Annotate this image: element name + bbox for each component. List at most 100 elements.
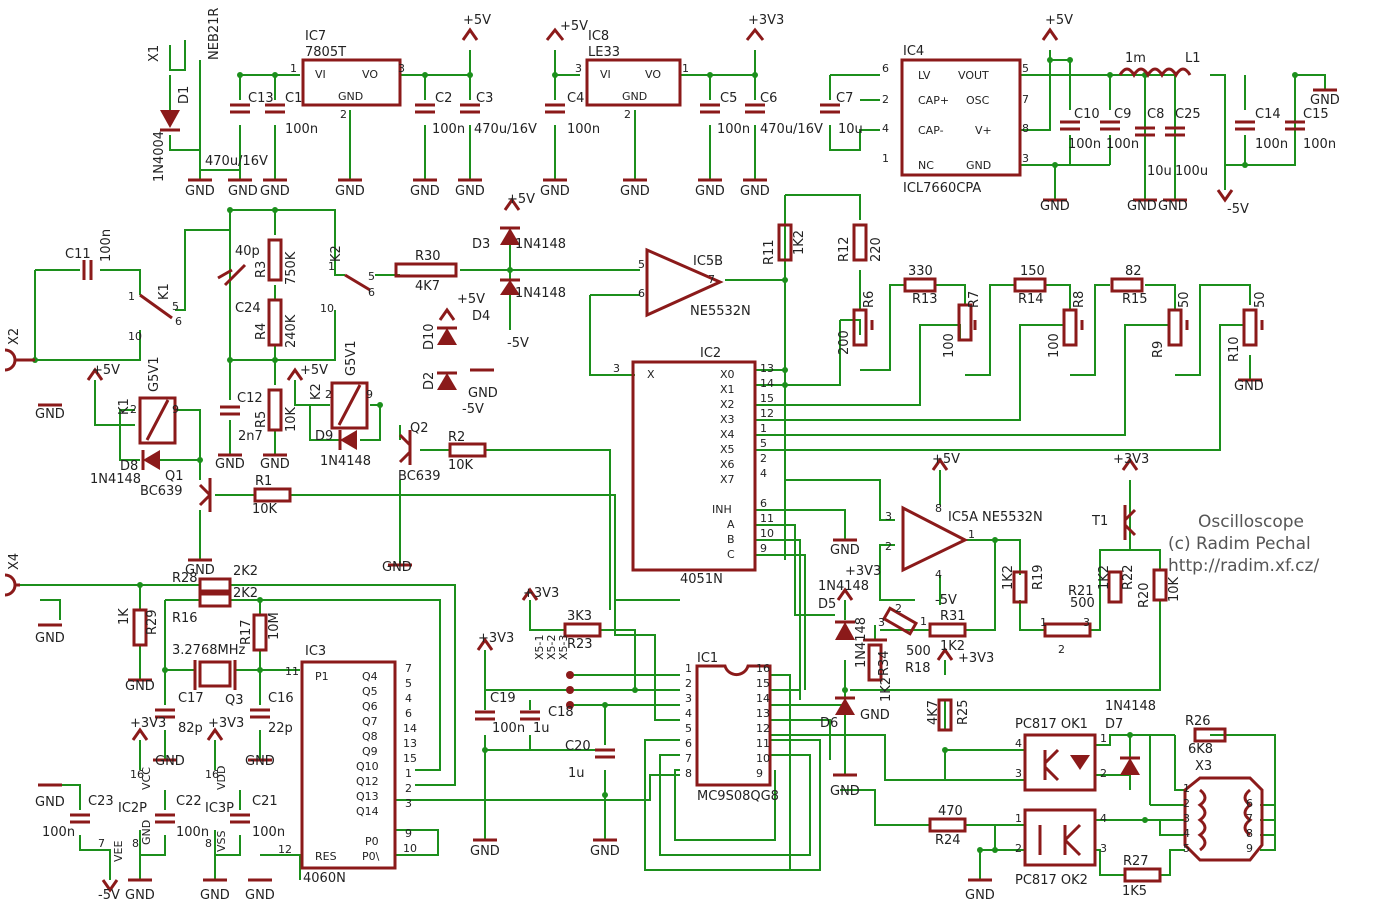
svg-text:L1: L1 xyxy=(1185,51,1201,66)
svg-text:C23: C23 xyxy=(88,794,114,809)
ic3p-label: IC3P xyxy=(205,801,234,816)
svg-text:1N4148: 1N4148 xyxy=(818,579,869,594)
svg-text:+3V3: +3V3 xyxy=(208,716,244,731)
svg-text:1: 1 xyxy=(882,152,889,165)
svg-text:14: 14 xyxy=(760,377,774,390)
ic1-box xyxy=(695,664,772,787)
svg-text:GND: GND xyxy=(228,184,258,199)
svg-text:10u: 10u xyxy=(838,122,863,137)
svg-text:13: 13 xyxy=(756,707,770,720)
svg-text:1N4148: 1N4148 xyxy=(320,454,371,469)
svg-text:D10: D10 xyxy=(422,323,437,350)
svg-text:6: 6 xyxy=(1246,797,1253,810)
svg-text:R23: R23 xyxy=(567,637,593,652)
svg-text:14: 14 xyxy=(403,722,417,735)
svg-text:BC639: BC639 xyxy=(140,484,183,499)
r11-body xyxy=(777,223,793,262)
ic5b-triangle xyxy=(645,247,724,318)
svg-text:7: 7 xyxy=(685,752,692,765)
svg-text:OSC: OSC xyxy=(966,94,990,107)
svg-text:VOUT: VOUT xyxy=(958,69,989,82)
x2-bnc xyxy=(4,348,35,372)
svg-text:R2: R2 xyxy=(448,430,465,445)
svg-text:4: 4 xyxy=(935,568,942,581)
svg-text:D1: D1 xyxy=(177,86,192,104)
svg-text:6: 6 xyxy=(685,737,692,750)
svg-text:+5V: +5V xyxy=(507,192,535,207)
r13-body xyxy=(903,277,937,293)
svg-text:7: 7 xyxy=(405,662,412,675)
r23-body xyxy=(563,622,602,638)
svg-text:+5V: +5V xyxy=(463,13,491,28)
svg-text:6: 6 xyxy=(760,497,767,510)
svg-text:X1: X1 xyxy=(720,383,735,396)
svg-text:-5V: -5V xyxy=(507,336,529,351)
ic5b-name: IC5B xyxy=(693,254,723,269)
svg-text:+5V: +5V xyxy=(932,452,960,467)
svg-text:4: 4 xyxy=(882,122,889,135)
svg-text:11: 11 xyxy=(756,737,770,750)
svg-text:3: 3 xyxy=(1100,842,1107,855)
svg-text:+3V3: +3V3 xyxy=(958,651,994,666)
svg-text:2K2: 2K2 xyxy=(233,564,258,579)
svg-text:470u/16V: 470u/16V xyxy=(760,122,823,137)
r18-body xyxy=(881,606,919,636)
svg-text:11: 11 xyxy=(760,512,774,525)
svg-text:1: 1 xyxy=(682,62,689,75)
svg-text:4: 4 xyxy=(1183,827,1190,840)
svg-text:GND: GND xyxy=(620,184,650,199)
svg-text:X4: X4 xyxy=(7,553,22,570)
svg-text:GND: GND xyxy=(338,90,363,103)
svg-text:X2: X2 xyxy=(720,398,735,411)
svg-text:2: 2 xyxy=(1058,643,1065,656)
svg-text:1K2: 1K2 xyxy=(1001,565,1016,590)
ic5a-name: IC5A xyxy=(948,510,978,525)
svg-text:Q13: Q13 xyxy=(356,790,379,803)
svg-text:5: 5 xyxy=(405,677,412,690)
svg-text:10: 10 xyxy=(756,752,770,765)
svg-text:100: 100 xyxy=(942,333,957,358)
svg-text:+3V3: +3V3 xyxy=(748,13,784,28)
svg-text:VDD: VDD xyxy=(215,766,228,790)
svg-text:100n: 100n xyxy=(432,122,465,137)
svg-text:750K: 750K xyxy=(284,251,299,285)
svg-text:D3: D3 xyxy=(472,237,490,252)
svg-text:1K2: 1K2 xyxy=(879,677,894,702)
svg-text:4: 4 xyxy=(1015,737,1022,750)
credit-block: Oscilloscope (c) Radim Pechal http://rad… xyxy=(1168,512,1319,576)
ic3-name: IC3 xyxy=(305,644,326,659)
svg-text:D6: D6 xyxy=(820,716,838,731)
svg-text:C6: C6 xyxy=(760,91,777,106)
svg-text:6: 6 xyxy=(638,287,645,300)
r25-body xyxy=(937,698,953,732)
svg-text:13: 13 xyxy=(760,362,774,375)
svg-text:2: 2 xyxy=(882,93,889,106)
svg-text:Q7: Q7 xyxy=(362,715,378,728)
svg-text:3.2768MHz: 3.2768MHz xyxy=(172,643,245,658)
svg-text:4K7: 4K7 xyxy=(415,279,440,294)
svg-text:100u: 100u xyxy=(1175,164,1208,179)
svg-text:GND: GND xyxy=(740,184,770,199)
svg-text:1: 1 xyxy=(1100,732,1107,745)
svg-text:GND: GND xyxy=(1310,93,1340,108)
svg-text:P0: P0 xyxy=(365,835,379,848)
svg-text:VO: VO xyxy=(362,68,378,81)
ic7-box xyxy=(301,58,402,107)
svg-text:3: 3 xyxy=(878,616,885,629)
svg-text:T1: T1 xyxy=(1091,514,1108,529)
svg-text:+3V3: +3V3 xyxy=(523,586,559,601)
svg-text:Q1: Q1 xyxy=(165,469,184,484)
svg-text:4: 4 xyxy=(405,692,412,705)
svg-text:GND: GND xyxy=(125,679,155,694)
svg-text:100: 100 xyxy=(1047,333,1062,358)
svg-text:82p: 82p xyxy=(178,721,203,736)
svg-text:C5: C5 xyxy=(720,91,737,106)
svg-text:R3: R3 xyxy=(254,261,269,278)
r6-body xyxy=(852,308,868,347)
svg-text:R4: R4 xyxy=(254,323,269,340)
svg-text:50: 50 xyxy=(1177,291,1192,308)
svg-text:GND: GND xyxy=(965,888,995,903)
title-line2: (c) Radim Pechal xyxy=(1168,534,1311,554)
svg-text:VSS: VSS xyxy=(215,830,228,852)
svg-text:GND: GND xyxy=(140,820,153,845)
